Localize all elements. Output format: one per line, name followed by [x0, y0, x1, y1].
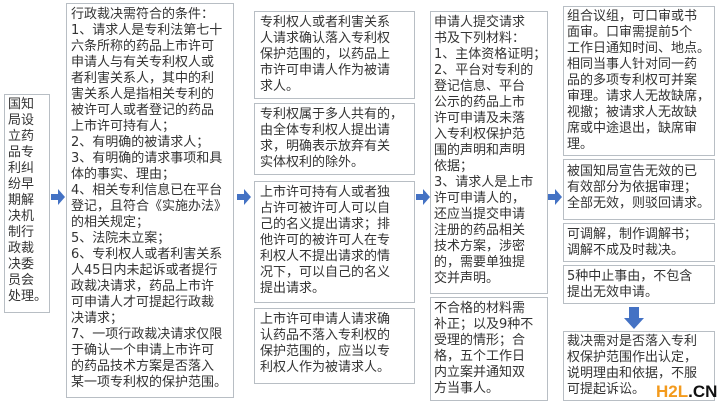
watermark-part1: H2L — [656, 382, 689, 401]
watermark-logo: H2L.CN — [656, 382, 717, 402]
conditions-box: 行政裁决需符合的条件： 1、请求人是专利法第七十 六条所称的药品上市许可 申请人… — [66, 3, 234, 398]
mediation-box: 可调解，制作调解书； 调解不成及时裁决。 — [563, 223, 715, 262]
arrow-right-icon — [416, 189, 430, 205]
watermark-part2: .CN — [688, 382, 718, 401]
party-rule-box: 专利权属于多人共有的， 由全体专利权人提出请 求，明确表示放弃有关 实体权利的除… — [254, 103, 415, 175]
party-rule-box: 上市许可持有人或者独 占许可被许可人可以自 己的名义提出请求；排 他许可的被许可… — [254, 181, 415, 303]
acceptance-box: 不合格的材料需 补正；以及9种不 受理的情形；合 格，五个工作日 内立案并通知双… — [430, 297, 548, 401]
invalidity-box: 被国知局宣告无效的已 有效部分为依据审理； 全部无效，则驳回请求。 — [563, 159, 715, 220]
arrow-right-icon — [51, 189, 65, 205]
suspension-box: 5种中止事由，不包含 提出无效申请。 — [563, 265, 715, 304]
materials-box: 申请人提交请求 书及下列材料： 1、主体资格证明； 2、平台对专利的 登记信息、… — [430, 11, 548, 294]
party-rule-box: 专利权人或者利害关系 人请求确认落入专利权 保护范围的，以药品上 市许可申请人作… — [254, 11, 415, 99]
arrow-right-icon — [548, 189, 562, 205]
ruling-box: 裁决需对是否落入专利 权保护范围作出认定， 说明理由和依据，不服 可提起诉讼。 — [563, 331, 715, 401]
arrow-down-icon — [624, 307, 644, 329]
hearing-box: 组合议组，可口审或书 面审。口审需提前5个 工作日通知时间、地点。 相同当事人针… — [563, 6, 715, 156]
party-rule-box: 上市许可申请人请求确 认药品不落入专利权的 保护范围的，应当以专 利权人作为被请… — [254, 308, 415, 384]
arrow-right-icon — [237, 189, 251, 205]
start-box: 国知 局设 立药 品专 利纠 纷早 期解 决机 制行 政裁 决委 员会 处理。 — [4, 94, 50, 313]
